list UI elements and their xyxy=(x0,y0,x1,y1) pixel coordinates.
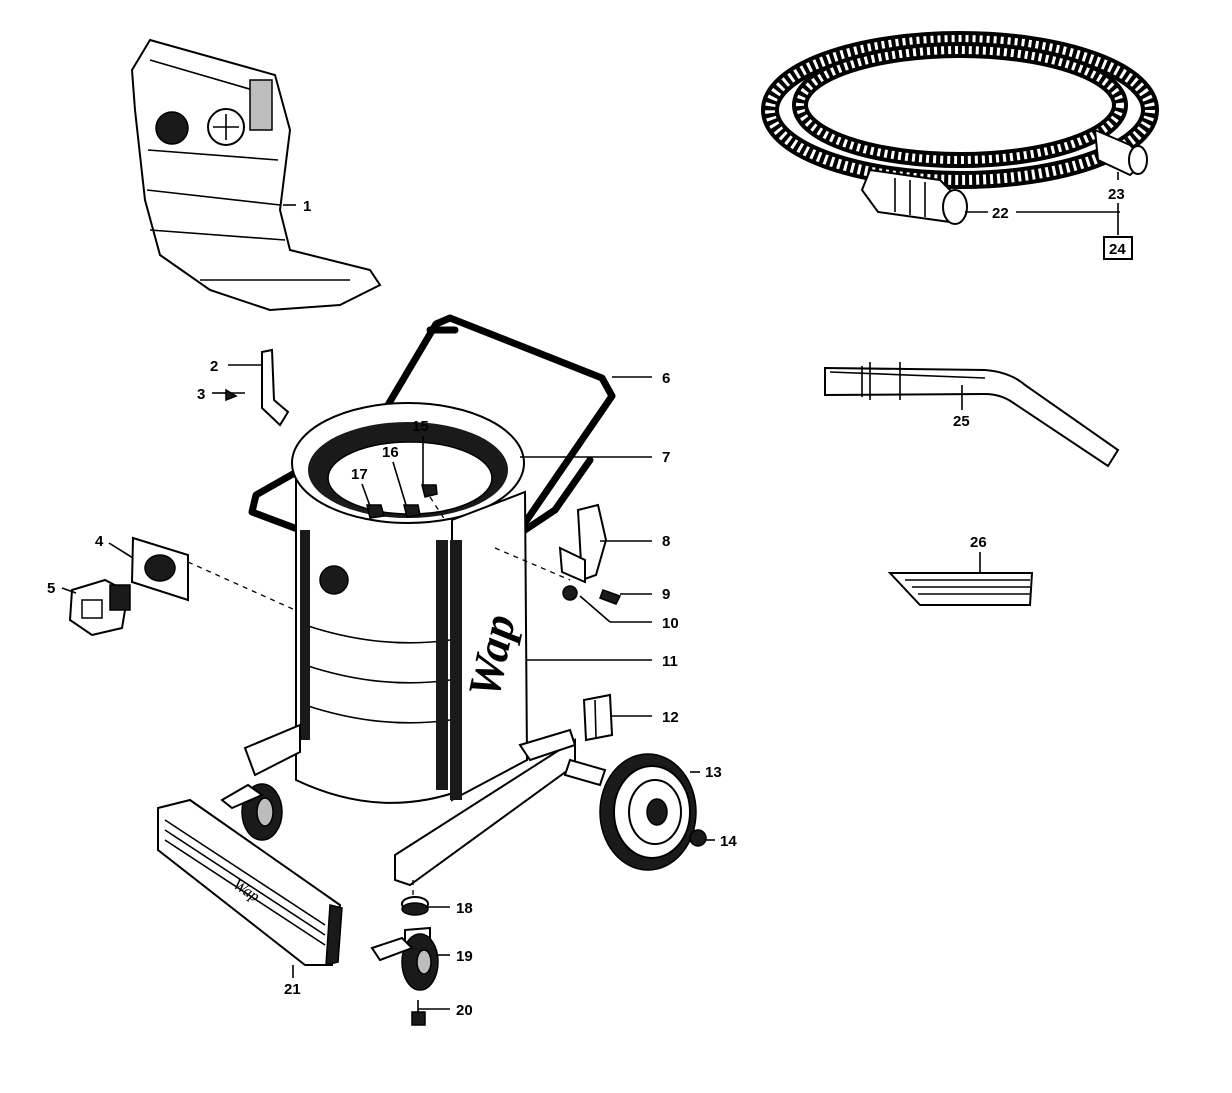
caster-washer-illustration xyxy=(401,896,429,916)
front-bumper-illustration: Wap xyxy=(157,798,343,966)
screw-16 xyxy=(403,504,421,518)
swivel-caster-illustration xyxy=(370,926,439,991)
container-drum-illustration: Wap xyxy=(291,402,529,804)
part-number-4: 4 xyxy=(95,533,104,550)
filter-bag-illustration xyxy=(130,38,382,312)
cord-hook-illustration xyxy=(582,693,614,742)
part-number-24-box xyxy=(1103,236,1133,260)
nut-10 xyxy=(562,585,578,601)
part-number-22: 22 xyxy=(992,205,1009,222)
assembly-line-15 xyxy=(429,496,446,521)
part-number-17: 17 xyxy=(351,466,368,483)
chassis-frame-illustration xyxy=(220,723,607,887)
part-number-25: 25 xyxy=(953,413,970,430)
part-number-6: 6 xyxy=(662,370,670,387)
part-number-21: 21 xyxy=(284,981,301,998)
suction-hose-illustration xyxy=(761,31,1159,225)
part-number-24: 24 xyxy=(1109,241,1126,258)
part-number-23: 23 xyxy=(1108,186,1125,203)
part-number-18: 18 xyxy=(456,900,473,917)
part-number-9: 9 xyxy=(662,586,670,603)
part-number-12: 12 xyxy=(662,709,679,726)
extension-wand-illustration xyxy=(824,362,1120,468)
part-number-3: 3 xyxy=(197,386,205,403)
part-number-19: 19 xyxy=(456,948,473,965)
part-number-13: 13 xyxy=(705,764,722,781)
rear-wheel-illustration xyxy=(599,753,697,871)
screw-17 xyxy=(366,504,385,519)
latch-left-illustration xyxy=(225,348,290,427)
inlet-flange-illustration xyxy=(130,536,189,602)
part-number-labels: 1 2 3 4 5 6 7 8 9 10 11 12 13 14 15 16 1… xyxy=(47,186,1133,1019)
part-number-8: 8 xyxy=(662,533,670,550)
assembly-line-4 xyxy=(187,561,296,611)
crevice-nozzle-illustration xyxy=(887,572,1034,606)
screw-9 xyxy=(599,589,622,605)
caster-bolt-illustration xyxy=(411,1000,426,1026)
screw-15 xyxy=(421,484,438,498)
part-number-20: 20 xyxy=(456,1002,473,1019)
part-number-1: 1 xyxy=(303,198,311,215)
leader-lines xyxy=(61,172,1120,1010)
part-number-2: 2 xyxy=(210,358,218,375)
part-number-16: 16 xyxy=(382,444,399,461)
hub-cap-illustration xyxy=(689,829,707,847)
inlet-connector-illustration xyxy=(68,578,131,637)
part-number-5: 5 xyxy=(47,580,55,597)
part-number-10: 10 xyxy=(662,615,679,632)
part-number-26: 26 xyxy=(970,534,987,551)
part-number-11: 11 xyxy=(662,653,678,670)
latch-right-illustration xyxy=(558,503,608,584)
part-number-14: 14 xyxy=(720,833,737,850)
part-number-7: 7 xyxy=(662,449,670,466)
assembly-line-8 xyxy=(494,547,571,581)
part-number-15: 15 xyxy=(412,418,429,435)
